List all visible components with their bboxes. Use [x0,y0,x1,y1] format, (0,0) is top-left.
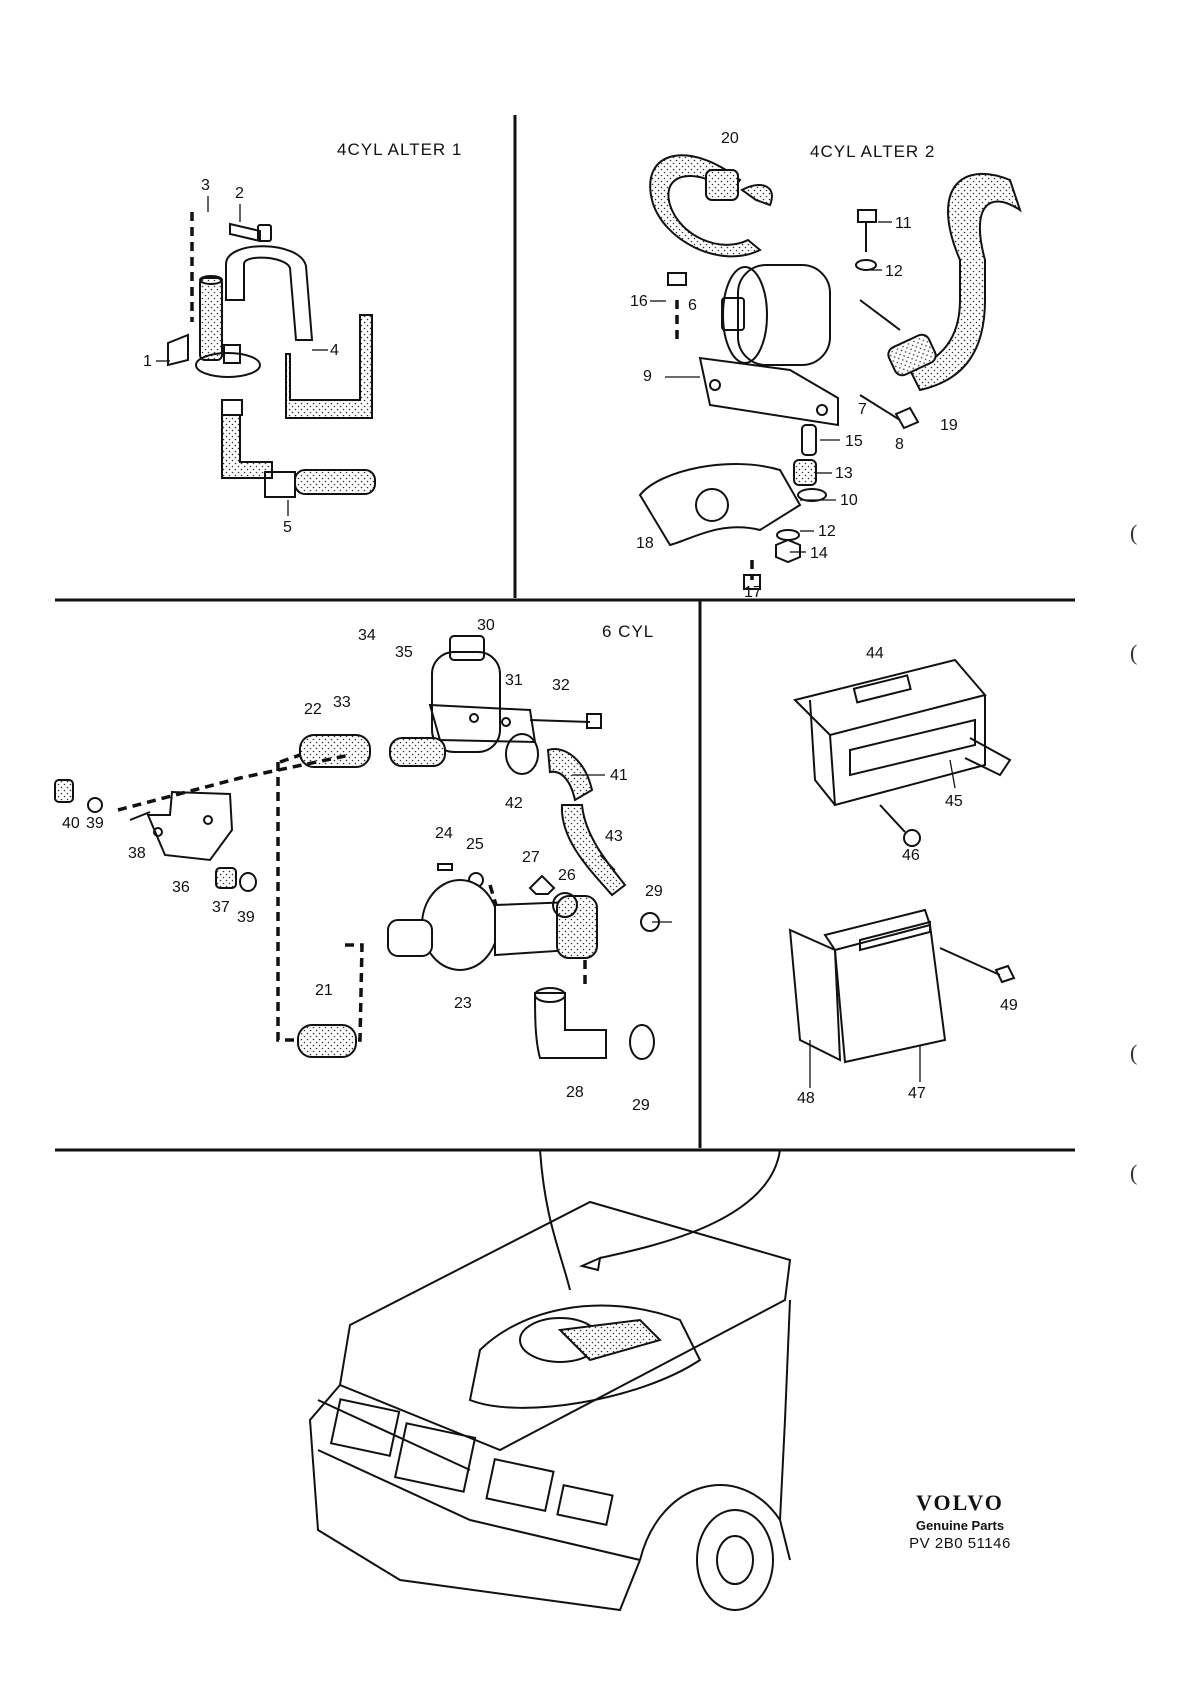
callout-label: 22 [304,701,322,718]
callouts-6-cyl: 34 35 30 31 32 33 22 41 42 40 39 38 36 3… [62,617,672,1114]
volvo-logo: VOLVO [916,1490,1004,1515]
callout-label: 35 [395,644,413,661]
margin-mark: ( [1130,640,1138,665]
callout-label: 14 [810,545,828,562]
callout-label: 6 [688,297,697,314]
alter-2-valve-assembly [638,154,1022,590]
callout-label: 17 [744,584,762,601]
callout-label: 21 [315,982,333,999]
callout-label: 38 [128,845,146,862]
callouts-alter-2: 20 11 12 16 6 9 7 8 19 15 13 10 18 12 14… [630,130,958,601]
callout-label: 47 [908,1085,926,1102]
diagram-code: PV 2B0 51146 [909,1535,1011,1552]
callout-label: 31 [505,672,523,689]
callout-label: 34 [358,627,376,644]
callout-label: 41 [610,767,628,784]
callout-label: 49 [1000,997,1018,1014]
volvo-genuine-parts-block: VOLVO Genuine Parts PV 2B0 51146 [890,1490,1030,1552]
callout-label: 44 [866,645,884,662]
callout-label: 9 [643,368,652,385]
margin-mark: ( [1130,520,1138,545]
callout-label: 48 [797,1090,815,1107]
callout-label: 25 [466,836,484,853]
callout-label: 12 [885,263,903,280]
section-title-6-cyl: 6 CYL [602,622,654,641]
callout-label: 28 [566,1084,584,1101]
callout-label: 43 [605,828,623,845]
genuine-parts-tagline: Genuine Parts [915,1518,1005,1533]
callout-label: 36 [172,879,190,896]
callout-label: 12 [818,523,836,540]
callout-label: 37 [212,899,230,916]
callout-label: 16 [630,293,648,310]
margin-mark: ( [1130,1040,1138,1065]
callout-label: 45 [945,793,963,810]
callout-label: 15 [845,433,863,450]
callout-label: 24 [435,825,453,842]
section-title-alter-2: 4CYL ALTER 2 [810,142,935,161]
callout-label: 30 [477,617,495,634]
callout-label: 8 [895,436,904,453]
callout-label: 42 [505,795,523,812]
callout-label: 32 [552,677,570,694]
callout-label: 10 [840,492,858,509]
margin-mark: ( [1130,1160,1138,1185]
callout-label: 3 [201,177,210,194]
car-illustration [308,1149,792,1612]
callout-label: 27 [522,849,540,866]
section-dividers [55,115,1075,1152]
callout-label: 4 [330,342,339,359]
callout-label: 1 [143,353,152,370]
callouts-alter-1: 3 2 1 4 5 [143,177,339,536]
callout-label: 33 [333,694,351,711]
callouts-control-unit: 44 45 46 49 48 47 [797,645,1018,1107]
callout-label: 40 [62,815,80,832]
callout-label: 5 [283,519,292,536]
callout-label: 46 [902,847,920,864]
alter-1-valve-assembly [167,212,376,498]
callout-label: 7 [858,401,867,418]
callout-label: 20 [721,130,739,147]
section-title-alter-1: 4CYL ALTER 1 [337,140,462,159]
callout-label: 2 [235,185,244,202]
callout-label: 23 [454,995,472,1012]
callout-label: 29 [645,883,663,900]
callout-label: 26 [558,867,576,884]
callout-label: 29 [632,1097,650,1114]
callout-label: 19 [940,417,958,434]
callout-label: 39 [86,815,104,832]
control-unit-assembly [788,658,1016,1064]
six-cyl-valve-assembly [54,635,660,1060]
callout-label: 11 [895,215,912,232]
callout-label: 39 [237,909,255,926]
callout-label: 18 [636,535,654,552]
callout-label: 13 [835,465,853,482]
